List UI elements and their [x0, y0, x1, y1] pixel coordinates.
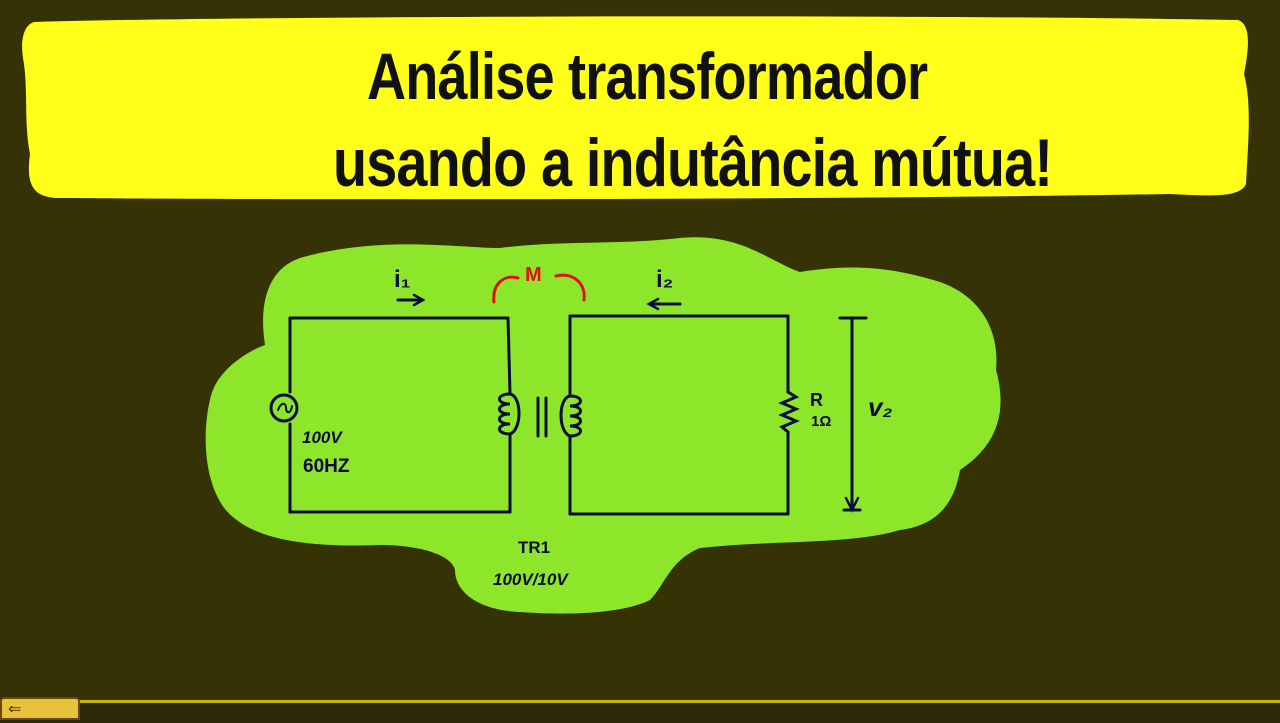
- resistor-zigzag: [778, 390, 800, 434]
- back-arrow-icon: ⇐: [8, 701, 22, 718]
- bottom-frame: [0, 700, 1280, 723]
- primary-wire-right-top: [506, 316, 512, 396]
- title-line-2: usando a indutância mútua!: [333, 125, 1053, 201]
- resistor-value-label: 1Ω: [811, 413, 832, 430]
- ac-source-circle: [269, 393, 299, 423]
- primary-coil-back: [508, 392, 521, 436]
- transformer-ratio-label: 100V/10V: [493, 570, 568, 589]
- output-voltage-label: v₂: [868, 392, 893, 422]
- current2-label: i₂: [656, 266, 674, 293]
- resistor-name-label: R: [810, 390, 823, 410]
- source-frequency-label: 60HZ: [303, 456, 350, 477]
- mutual-bracket-right: [554, 273, 586, 302]
- primary-coil: [498, 392, 512, 436]
- mutual-bracket-left: [492, 275, 520, 304]
- ac-source-wave: [277, 402, 293, 414]
- secondary-coil-back: [559, 394, 572, 438]
- source-voltage-label: 100V: [302, 428, 342, 447]
- transformer-name-label: TR1: [518, 538, 551, 557]
- title-banner: Análise transformador usando a indutânci…: [20, 14, 1252, 201]
- secondary-coil: [568, 394, 582, 438]
- mutual-inductance-label: M: [525, 264, 542, 286]
- back-button[interactable]: ⇐: [0, 697, 80, 720]
- banner-shape: [22, 16, 1249, 200]
- title-line-1: Análise transformador: [367, 39, 928, 113]
- current1-label: i₁: [394, 266, 411, 293]
